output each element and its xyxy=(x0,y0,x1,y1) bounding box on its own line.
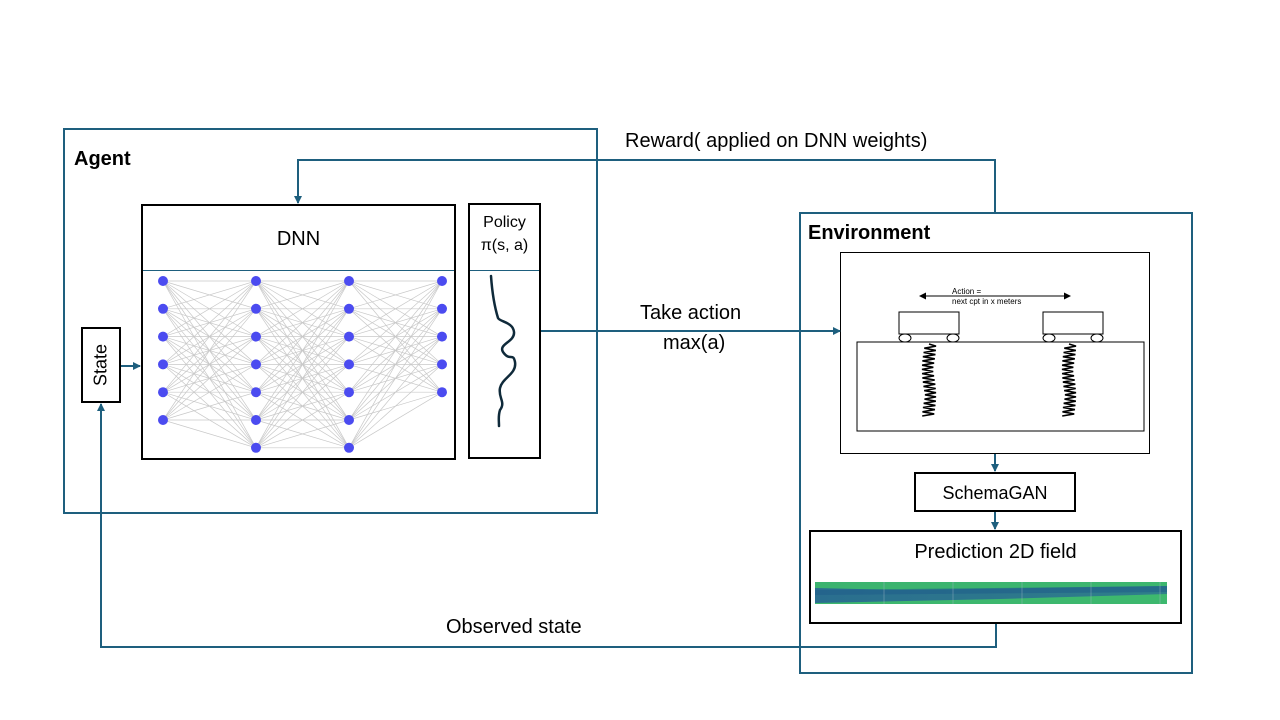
neuron-layer2-4 xyxy=(251,359,261,370)
network-connection xyxy=(255,308,350,448)
dnn-divider xyxy=(143,270,454,271)
truck-1-wheel-left xyxy=(898,333,912,343)
network-connection xyxy=(255,280,350,365)
neuron-layer2-1 xyxy=(251,276,261,286)
network-connection xyxy=(255,280,350,421)
schemagan-label: SchemaGAN xyxy=(942,483,1048,503)
neuron-layer3-2 xyxy=(344,303,354,314)
state-box: State xyxy=(81,327,121,403)
network-connection xyxy=(255,280,350,393)
network-connection xyxy=(348,280,443,393)
cpt-trace-1 xyxy=(921,343,937,417)
neuron-layer3-4 xyxy=(344,359,354,370)
policy-divider xyxy=(470,270,539,271)
field-gridlines xyxy=(883,582,1161,604)
network-connection xyxy=(348,280,443,421)
action-label-line2: next cpt in x meters xyxy=(952,297,1021,306)
neuron-layer4-4 xyxy=(437,359,447,370)
neuron-layer2-5 xyxy=(251,387,261,398)
network-connection xyxy=(162,391,257,421)
take-action-label-line2: max(a) xyxy=(663,332,726,354)
reward-label: Reward( applied on DNN weights) xyxy=(625,130,928,152)
truck-2-wheel-right xyxy=(1090,333,1104,343)
neuron-layer3-1 xyxy=(344,276,354,286)
environment-title: Environment xyxy=(808,222,931,244)
truck-2-wheel-left xyxy=(1042,333,1056,343)
policy-distribution-curve xyxy=(489,274,517,428)
network-connection xyxy=(162,280,257,421)
network-connection xyxy=(162,280,257,365)
field-lower-layer xyxy=(815,594,1167,604)
network-connection xyxy=(348,391,443,449)
policy-label-line2: π(s, a) xyxy=(480,237,529,254)
network-connection xyxy=(255,280,350,448)
network-connection xyxy=(348,308,443,448)
schemagan-box: SchemaGAN xyxy=(914,472,1076,512)
neuron-layer4-3 xyxy=(437,331,447,342)
network-connections xyxy=(162,280,443,449)
reward-arrow xyxy=(294,159,996,212)
network-connection xyxy=(162,280,257,337)
policy-label-line1: Policy xyxy=(483,214,526,231)
network-connection xyxy=(348,280,443,310)
cpt-figure: Action = next cpt in x meters xyxy=(856,287,1145,432)
ground-block xyxy=(856,341,1145,432)
observed-state-arrow xyxy=(97,403,997,648)
network-connection xyxy=(255,364,350,449)
prediction-field xyxy=(815,582,1167,604)
neuron-layer4-1 xyxy=(437,276,447,286)
network-connection xyxy=(162,280,257,310)
network-connection xyxy=(162,280,257,393)
policy-box: Policy π(s, a) xyxy=(468,203,541,459)
neuron-layer1-3 xyxy=(158,331,168,342)
network-connection xyxy=(255,391,350,449)
neuron-layer1-1 xyxy=(158,276,168,286)
neuron-layer1-2 xyxy=(158,303,168,314)
network-connection xyxy=(348,280,443,365)
network-connection xyxy=(255,280,350,310)
cpt-truck-1 xyxy=(898,311,960,335)
neuron-layer3-3 xyxy=(344,331,354,342)
prediction-title: Prediction 2D field xyxy=(914,541,1077,563)
neuron-layer4-5 xyxy=(437,387,447,398)
field-upper-layer xyxy=(815,582,1167,590)
neuron-layer2-3 xyxy=(251,331,261,342)
observed-state-label: Observed state xyxy=(446,616,582,638)
neuron-layer4-2 xyxy=(437,303,447,314)
neuron-layer3-6 xyxy=(344,415,354,425)
cpt-trace-2 xyxy=(1061,343,1077,417)
neuron-layer1-5 xyxy=(158,387,168,398)
truck-1-wheel-right xyxy=(946,333,960,343)
take-action-label-line1: Take action xyxy=(640,302,742,324)
action-label-line1: Action = xyxy=(952,287,981,296)
neuron-layer3-5 xyxy=(344,387,354,398)
environment-frame xyxy=(799,212,1193,674)
network-connection xyxy=(348,280,443,337)
network-connection xyxy=(348,336,443,449)
neuron-layer1-6 xyxy=(158,415,168,425)
network-neurons xyxy=(158,276,447,453)
network-connection xyxy=(255,336,350,449)
neuron-layer2-7 xyxy=(251,442,261,453)
agent-title: Agent xyxy=(74,148,131,170)
neuron-layer2-6 xyxy=(251,415,261,425)
neuron-layer1-4 xyxy=(158,359,168,370)
prediction-box: Prediction 2D field xyxy=(809,530,1182,624)
network-connection xyxy=(162,336,257,421)
network-connection xyxy=(348,364,443,449)
agent-frame xyxy=(63,128,598,514)
network-connection xyxy=(255,419,350,449)
neuron-layer2-2 xyxy=(251,303,261,314)
network-connection xyxy=(162,364,257,421)
dnn-title: DNN xyxy=(276,228,321,250)
network-connection xyxy=(162,419,257,449)
network-connection xyxy=(255,280,350,337)
network-connection xyxy=(162,308,257,421)
neuron-layer3-7 xyxy=(344,442,354,453)
cpt-truck-2 xyxy=(1042,311,1104,335)
network-connection xyxy=(348,280,443,448)
field-mid-layer xyxy=(815,586,1167,595)
